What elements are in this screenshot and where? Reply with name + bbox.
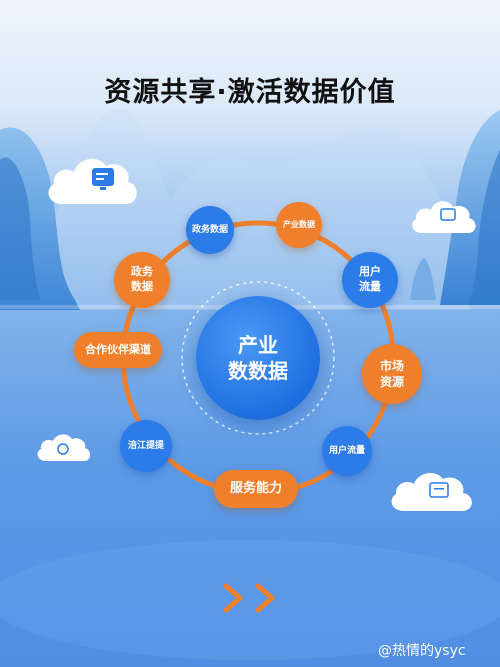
node-government-data: 政务数据	[186, 206, 234, 254]
clock-icon	[57, 443, 69, 455]
node-government-data-2: 政务 数据	[114, 252, 170, 308]
cloud-icon	[412, 201, 476, 233]
node-service-capability: 服务能力	[214, 470, 298, 508]
chevron-right-icon	[223, 583, 275, 613]
monitor-icon	[92, 168, 114, 190]
center-line-2: 数数据	[228, 359, 288, 383]
watermark: @热情的ysyc	[378, 643, 466, 659]
node-partner-channels: 合作伙伴渠道	[74, 332, 162, 368]
center-hub: 产业 数数据	[196, 296, 320, 420]
cloud-icon	[391, 472, 472, 511]
node-industry-data: 产业数据	[276, 202, 322, 248]
node-user-traffic-upper: 用户 流量	[342, 252, 398, 308]
node-market-resources: 市场 资源	[362, 344, 422, 404]
cloud-icon	[37, 434, 91, 461]
cloud-icon	[48, 158, 137, 204]
page-title: 资源共享·激活数据价值	[104, 77, 396, 108]
node-user-traffic-lower: 用户流量	[322, 426, 372, 476]
center-line-1: 产业	[238, 333, 278, 357]
node-fujiang: 涪江提提	[120, 420, 172, 472]
monitor-icon	[440, 208, 456, 221]
monitor-icon	[429, 482, 449, 498]
